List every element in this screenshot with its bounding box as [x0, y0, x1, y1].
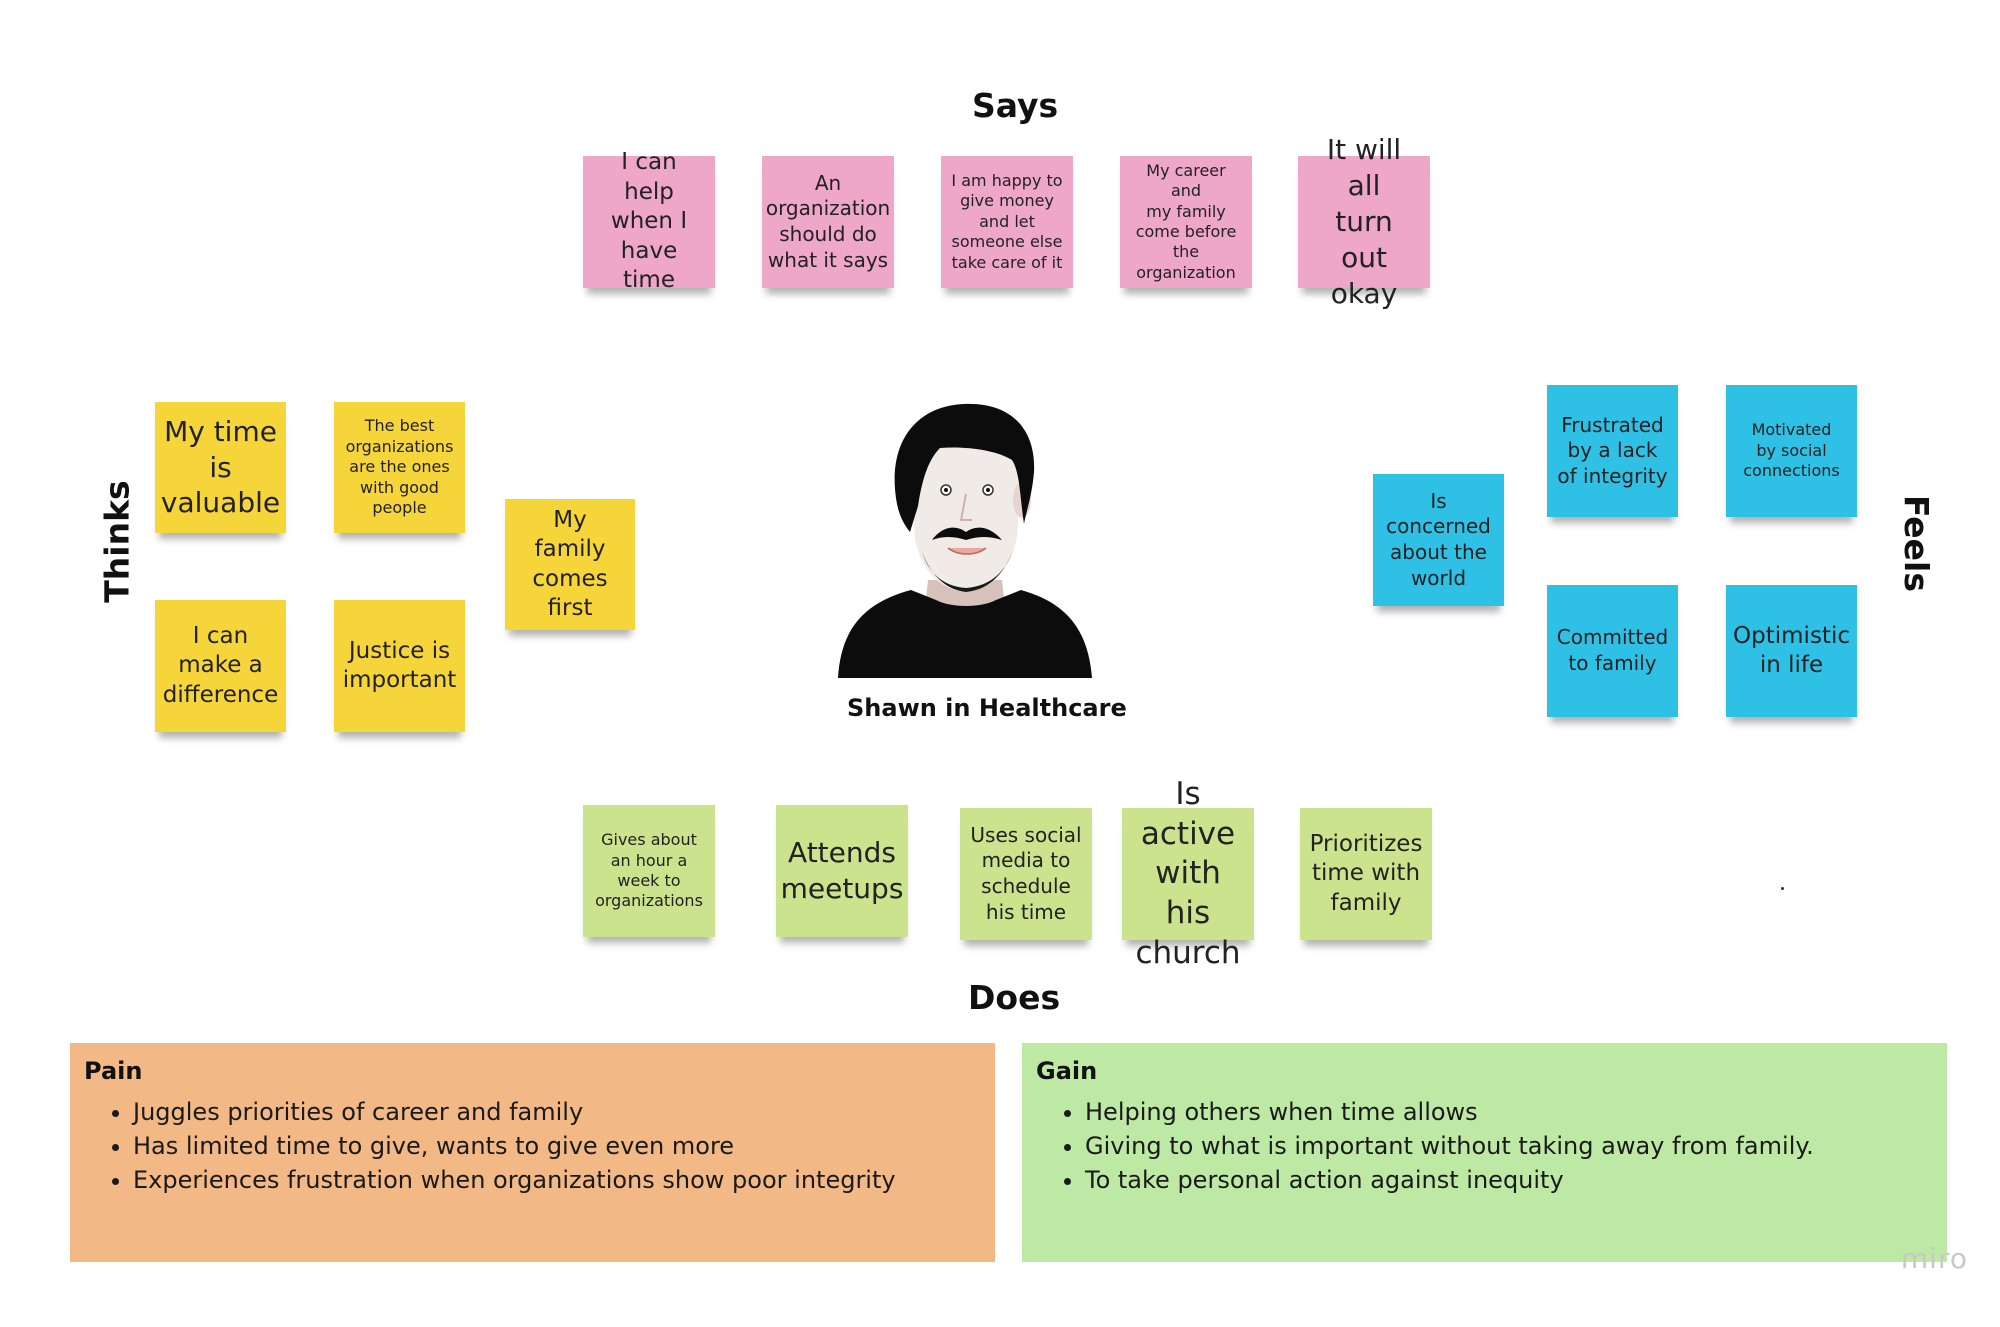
sticky-note-says[interactable]: I am happy to give money and let someone…: [941, 156, 1073, 288]
sticky-note-feels[interactable]: Motivated by social connections: [1726, 385, 1857, 517]
sticky-note-thinks[interactable]: I can make a difference: [155, 600, 286, 732]
gain-title: Gain: [1036, 1057, 1098, 1085]
gain-box[interactable]: Gain Helping others when time allows Giv…: [1022, 1043, 1947, 1262]
sticky-note-thinks[interactable]: My family comes first: [505, 499, 635, 630]
pain-title: Pain: [84, 1057, 143, 1085]
sticky-note-thinks[interactable]: The best organizations are the ones with…: [334, 402, 465, 533]
pain-list: Juggles priorities of career and family …: [84, 1095, 981, 1197]
says-title: Says: [972, 86, 1059, 125]
does-title: Does: [968, 978, 1061, 1017]
pain-item: Has limited time to give, wants to give …: [133, 1129, 981, 1163]
sticky-note-says[interactable]: An organization should do what it says: [762, 156, 894, 288]
gain-list: Helping others when time allows Giving t…: [1036, 1095, 1933, 1197]
sticky-note-does[interactable]: Gives about an hour a week to organizati…: [583, 805, 715, 937]
persona-avatar: [836, 402, 1094, 678]
sticky-note-feels[interactable]: Committed to family: [1547, 585, 1678, 717]
sticky-note-feels[interactable]: Is concerned about the world: [1373, 474, 1504, 606]
gain-item: Helping others when time allows: [1085, 1095, 1933, 1129]
sticky-note-feels[interactable]: Frustrated by a lack of integrity: [1547, 385, 1678, 517]
sticky-note-thinks[interactable]: Justice is important: [334, 600, 465, 732]
sticky-note-says[interactable]: My career and my family come before the …: [1120, 156, 1252, 288]
sticky-note-says[interactable]: I can help when I have time: [583, 149, 715, 293]
pain-box[interactable]: Pain Juggles priorities of career and fa…: [70, 1043, 995, 1262]
sticky-note-does[interactable]: Prioritizes time with family: [1300, 808, 1432, 940]
person-avatar-icon: [838, 403, 1092, 678]
persona-name: Shawn in Healthcare: [847, 694, 1127, 722]
sticky-note-does[interactable]: Attends meetups: [776, 805, 908, 937]
gain-item: Giving to what is important without taki…: [1085, 1129, 1933, 1163]
sticky-note-does[interactable]: Uses social media to schedule his time: [960, 808, 1092, 940]
stray-dot: [1781, 887, 1784, 890]
miro-watermark: miro: [1900, 1242, 1968, 1275]
pain-item: Experiences frustration when organizatio…: [133, 1163, 981, 1197]
gain-item: To take personal action against inequity: [1085, 1163, 1933, 1197]
pain-item: Juggles priorities of career and family: [133, 1095, 981, 1129]
thinks-title: Thinks: [97, 480, 137, 603]
sticky-note-thinks[interactable]: My time is valuable: [155, 402, 286, 533]
sticky-note-feels[interactable]: Optimistic in life: [1726, 585, 1857, 717]
sticky-note-does[interactable]: Is active with his church: [1122, 776, 1254, 971]
sticky-note-says[interactable]: It will all turn out okay: [1298, 133, 1430, 310]
feels-title: Feels: [1896, 495, 1936, 592]
